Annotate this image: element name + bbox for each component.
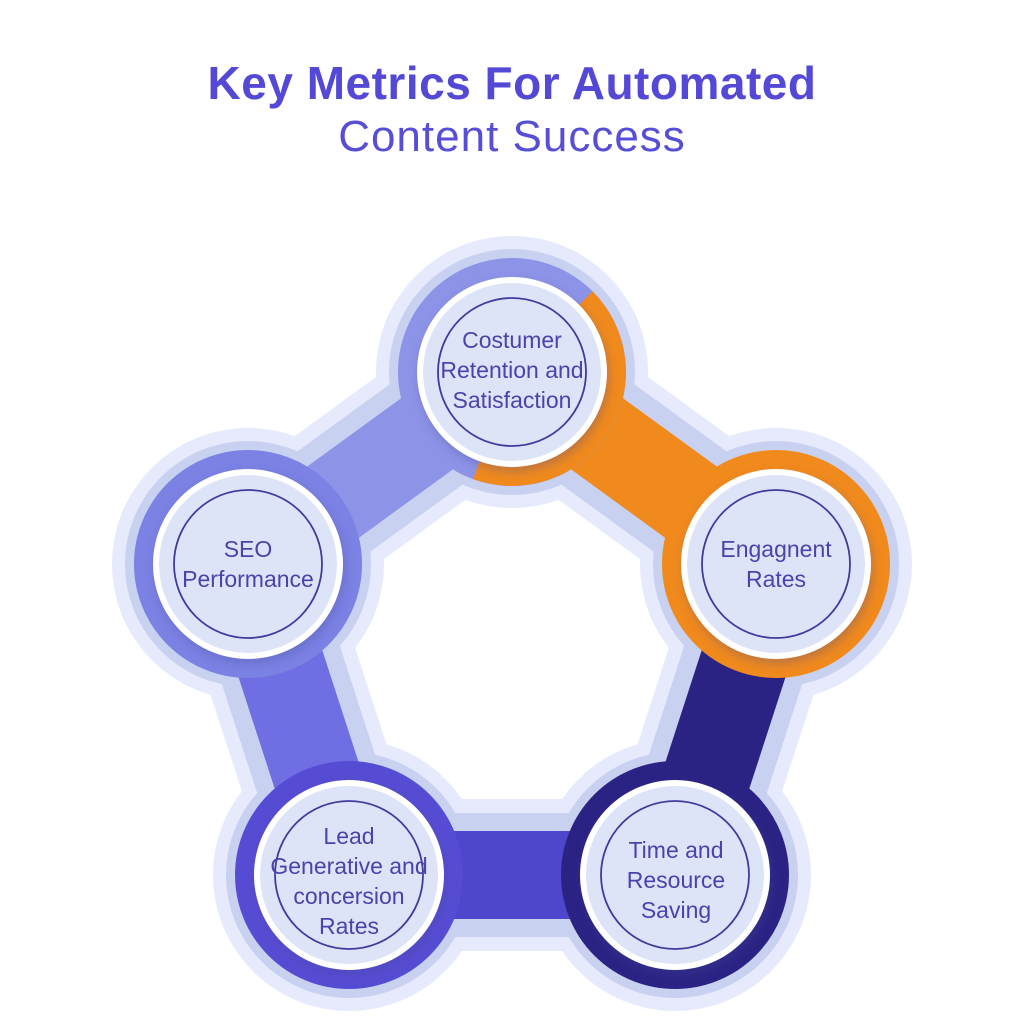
node-lead-generation	[254, 780, 444, 970]
node-ring-accent-customer	[473, 291, 626, 486]
node-inner-ring	[173, 489, 323, 639]
node-ring-engagement	[662, 450, 890, 678]
node-label-seo-performance: SEO Performance	[182, 536, 314, 592]
node-ring-seo	[134, 450, 362, 678]
node-engagement-rates	[681, 469, 871, 659]
page-title-line2: Content Success	[338, 112, 686, 161]
node-fill-circle	[260, 786, 438, 964]
node-ring-time	[561, 761, 789, 989]
node-inner-ring	[274, 800, 424, 950]
page-title-line1: Key Metrics For Automated	[207, 57, 817, 109]
node-ring-lead	[235, 761, 463, 989]
node-rings-layer	[134, 258, 890, 989]
node-label-engagement-rates: Engagnent Rates	[720, 536, 832, 592]
node-fill-circle	[159, 475, 337, 653]
node-customer-retention	[417, 277, 607, 467]
node-label-lead-generation: Lead Generative and concersion Rates	[270, 823, 428, 939]
node-time-resource-saving	[580, 780, 770, 970]
node-fill-circle	[687, 475, 865, 653]
node-inner-ring	[701, 489, 851, 639]
node-fill-circle	[586, 786, 764, 964]
node-inner-ring	[600, 800, 750, 950]
node-fill-circle	[423, 283, 601, 461]
node-label-customer-retention: Costumer Retention and Satisfaction	[440, 327, 584, 413]
node-label-time-resource-saving: Time and Resource Saving	[626, 837, 726, 923]
node-inner-ring	[437, 297, 587, 447]
node-seo-performance	[153, 469, 343, 659]
